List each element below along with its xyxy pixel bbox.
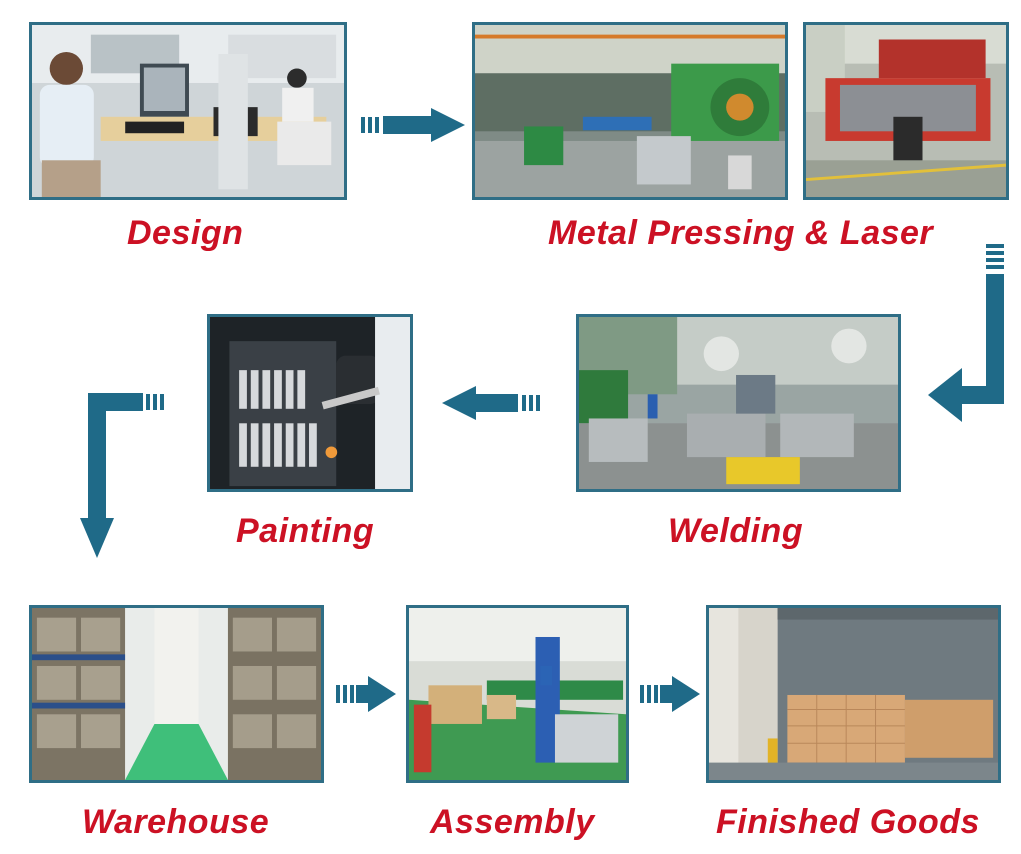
step-label-metal-pressing: Metal Pressing & Laser xyxy=(548,214,934,252)
arrow-icon xyxy=(928,244,1004,422)
arrow-icon xyxy=(336,676,396,712)
step-label-assembly: Assembly xyxy=(430,803,595,841)
arrow-icon xyxy=(361,108,465,142)
step-label-painting: Painting xyxy=(236,512,375,550)
arrow-painting-to-warehouse xyxy=(80,393,170,558)
arrow-icon xyxy=(640,676,700,712)
assembly-photo xyxy=(406,605,629,783)
arrow-assembly-to-finished xyxy=(640,676,700,712)
step-label-welding: Welding xyxy=(668,512,804,550)
finished-goods-photo xyxy=(706,605,1001,783)
arrow-metal-to-welding xyxy=(928,244,1012,424)
arrow-icon xyxy=(80,393,164,558)
welding-photo xyxy=(576,314,901,492)
design-photo xyxy=(29,22,347,200)
painting-photo xyxy=(207,314,413,492)
arrow-icon xyxy=(442,386,540,420)
laser-photo xyxy=(803,22,1009,200)
step-label-finished-goods: Finished Goods xyxy=(716,803,980,841)
arrow-design-to-metal xyxy=(361,108,465,142)
arrow-warehouse-to-assembly xyxy=(336,676,396,712)
metal-pressing-photo xyxy=(472,22,788,200)
step-label-design: Design xyxy=(127,214,244,252)
step-label-warehouse: Warehouse xyxy=(82,803,270,841)
arrow-welding-to-painting xyxy=(442,386,546,420)
warehouse-photo xyxy=(29,605,324,783)
